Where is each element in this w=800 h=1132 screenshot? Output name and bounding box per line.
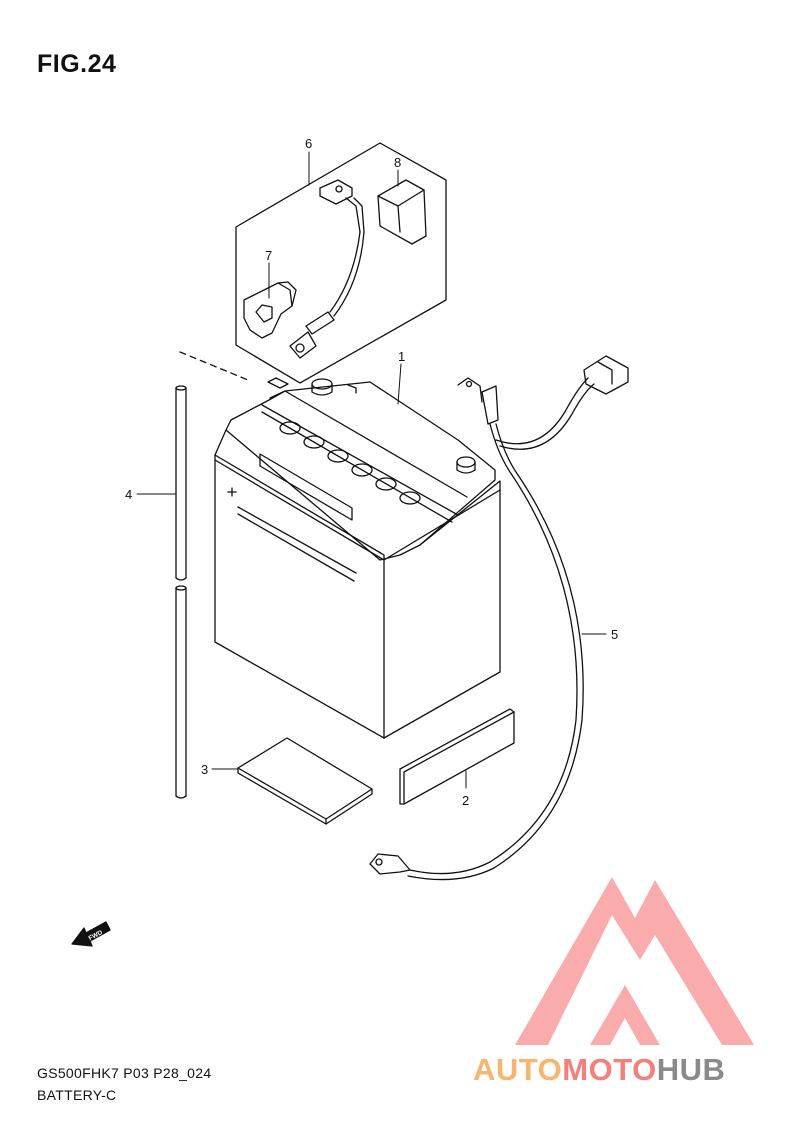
battery-pad-3 — [237, 737, 373, 825]
callout-5: 5 — [611, 627, 618, 642]
callout-4: 4 — [125, 487, 132, 502]
watermark-part-auto: AUTO — [473, 1052, 563, 1087]
callout-7: 7 — [265, 248, 272, 263]
callout-8: 8 — [394, 155, 401, 170]
battery-rod-4 — [175, 351, 249, 799]
watermark-logo-icon — [515, 877, 754, 1045]
model-code: GS500FHK7 P03 P28_024 — [37, 1065, 212, 1081]
callout-1: 1 — [398, 349, 405, 364]
terminal-cap-8 — [377, 179, 427, 245]
terminal-kit-panel — [235, 142, 447, 384]
fwd-arrow-icon: FWD — [71, 921, 111, 947]
figure-title: FIG.24 — [37, 50, 117, 78]
battery-1 — [214, 377, 501, 739]
watermark-part-hub: HUB — [656, 1052, 726, 1087]
lead-wire-6 — [289, 179, 365, 359]
battery-spacer-2 — [399, 708, 515, 805]
watermark-wordmark: AUTOMOTOHUB — [473, 1052, 725, 1088]
callout-6: 6 — [305, 136, 312, 151]
terminal-cover-7 — [243, 281, 297, 339]
leader-lines — [136, 151, 607, 789]
callout-3: 3 — [201, 762, 208, 777]
section-name: BATTERY-C — [37, 1087, 117, 1103]
watermark-part-moto: MOTO — [562, 1052, 657, 1087]
negative-cable-5 — [369, 355, 629, 881]
callout-2: 2 — [462, 793, 469, 808]
